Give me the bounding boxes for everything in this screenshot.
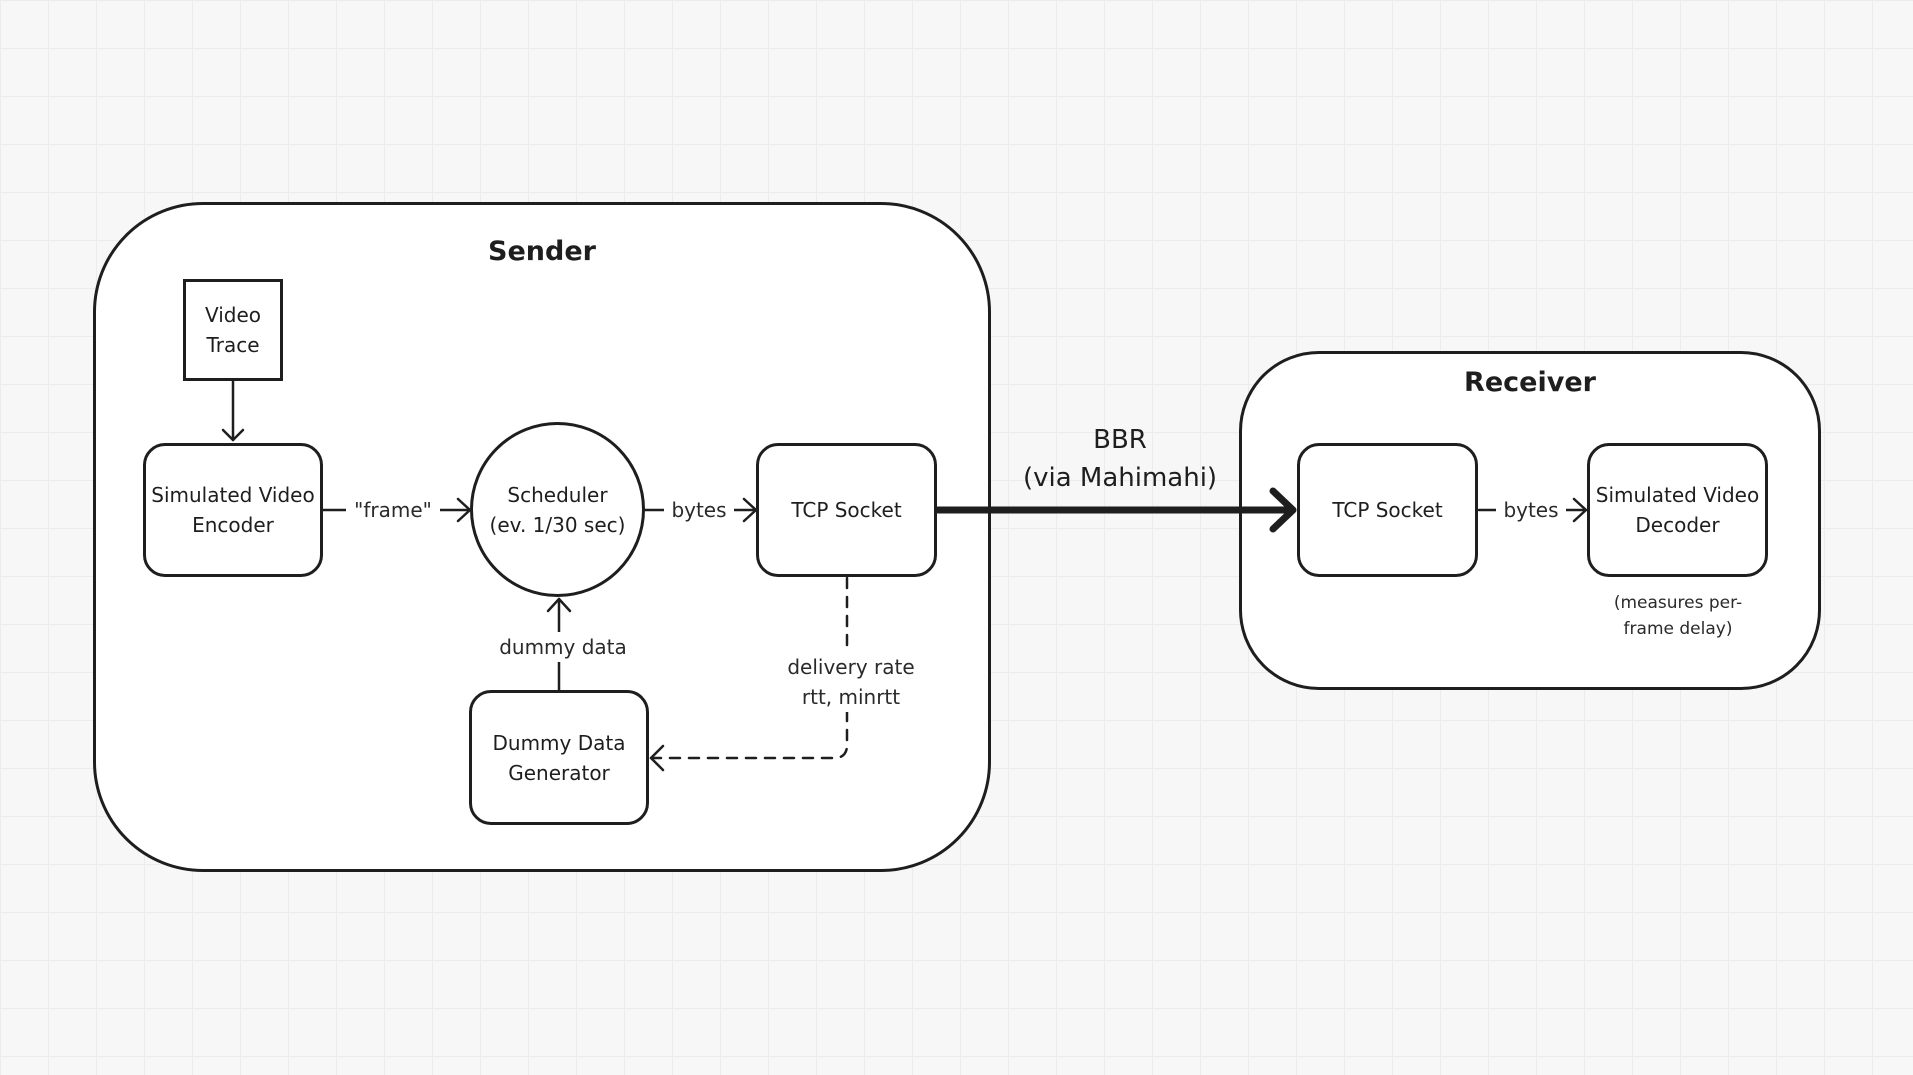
sender-title: Sender — [488, 236, 596, 267]
arrow-socket-feedback — [649, 576, 849, 760]
edge-label-feedback: delivery rate rtt, minrtt — [771, 652, 931, 712]
receiver-title: Receiver — [1464, 367, 1596, 398]
decoder-note: (measures per- frame delay) — [1613, 593, 1743, 639]
edge-label-bytes-receiver: bytes — [1496, 495, 1566, 525]
edge-label-frame: "frame" — [346, 495, 440, 525]
simulated-video-encoder-node: Simulated Video Encoder — [143, 443, 323, 577]
edge-label-bytes-sender: bytes — [664, 495, 734, 525]
dummy-data-generator-node: Dummy Data Generator — [469, 690, 649, 825]
tcp-socket-receiver-node: TCP Socket — [1297, 443, 1478, 577]
edge-label-dummy-data: dummy data — [489, 632, 637, 662]
scheduler-node: Scheduler (ev. 1/30 sec) — [470, 422, 645, 597]
simulated-video-decoder-node: Simulated Video Decoder — [1587, 443, 1768, 577]
tcp-socket-sender-node: TCP Socket — [756, 443, 937, 577]
link-label-bbr: BBR (via Mahimahi) — [1022, 425, 1218, 493]
video-trace-node: Video Trace — [183, 279, 283, 381]
